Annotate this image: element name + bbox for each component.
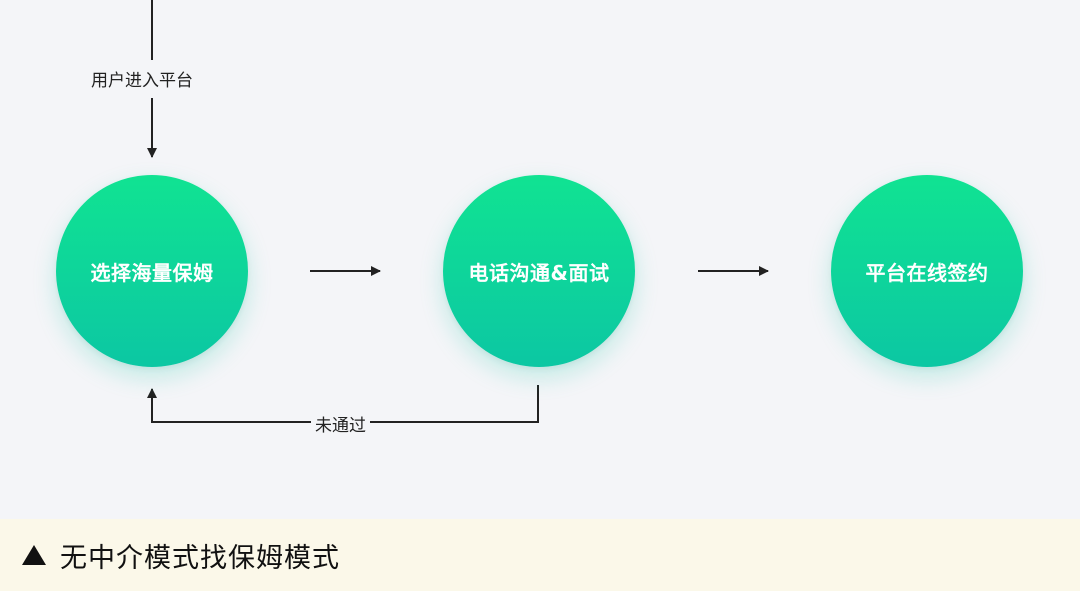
failed-label: 未通过 [311,411,370,436]
node-online-signing-label: 平台在线签约 [865,260,989,285]
node-phone-interview: 电话沟通&面试 [443,175,635,367]
node-online-signing: 平台在线签约 [831,175,1023,367]
entry-label: 用户进入平台 [87,66,197,91]
caption-text: 无中介模式找保姆模式 [60,542,340,574]
caption-bar: 无中介模式找保姆模式 [0,519,1080,591]
node-select-nanny: 选择海量保姆 [56,175,248,367]
triangle-icon [22,545,46,565]
node-select-nanny-label: 选择海量保姆 [90,260,214,285]
flow-diagram: 用户进入平台 未通过 选择海量保姆 电话沟通&面试 平台在线签约 [0,0,1080,519]
node-phone-interview-label: 电话沟通&面试 [468,260,610,285]
